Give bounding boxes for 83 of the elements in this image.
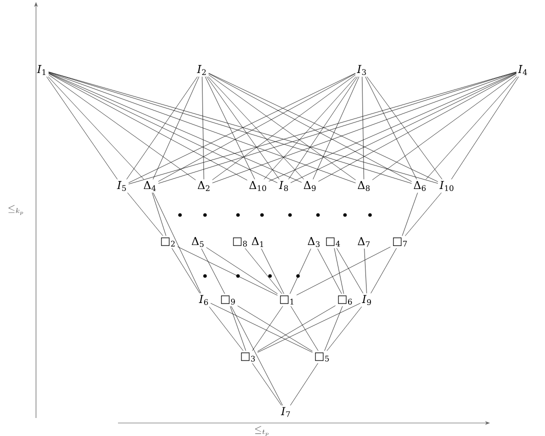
connector-line bbox=[244, 248, 282, 294]
connector-line bbox=[362, 76, 364, 180]
lattice-element: Δ$_{6}$ bbox=[414, 180, 426, 192]
connector-line bbox=[152, 192, 202, 294]
connector-line bbox=[231, 306, 283, 406]
lattice-element: I$_{9}$ bbox=[362, 294, 371, 306]
lattice-element: □$_{8}$ bbox=[233, 237, 247, 247]
connector-line bbox=[230, 306, 246, 351]
connector-line bbox=[201, 248, 225, 294]
connector-line bbox=[324, 306, 343, 351]
axis-label: $\leq_{t_p}$ bbox=[255, 426, 268, 436]
connector-line bbox=[296, 246, 391, 296]
lattice-element: Δ$_{4}$ bbox=[144, 181, 156, 191]
lattice-element: □$_{3}$ bbox=[241, 352, 255, 362]
lattice-element: □$_{9}$ bbox=[221, 295, 235, 305]
connector-line bbox=[290, 306, 318, 351]
connector-line bbox=[48, 73, 248, 180]
connector-line bbox=[206, 247, 278, 294]
connector-line bbox=[317, 248, 342, 294]
lattice-element: I$_{2}$ bbox=[196, 65, 206, 75]
connector-line bbox=[257, 305, 336, 352]
connector-line bbox=[312, 76, 360, 180]
connector-line bbox=[290, 363, 318, 406]
connector-line bbox=[336, 248, 364, 294]
connector-line bbox=[451, 76, 519, 180]
connector-line bbox=[288, 76, 358, 180]
connector-line bbox=[365, 76, 417, 180]
connector-line bbox=[152, 76, 200, 180]
lattice-element: I$_{8}$ bbox=[278, 180, 288, 192]
lattice-element: Δ$_{7}$ bbox=[358, 237, 370, 247]
connector-line bbox=[172, 248, 200, 294]
connector-line bbox=[364, 248, 367, 294]
lattice-element: □$_{1}$ bbox=[280, 296, 294, 304]
connector-line bbox=[366, 76, 442, 180]
connector-line bbox=[237, 306, 313, 352]
connector-line bbox=[152, 192, 166, 236]
lattice-element: □$_{6}$ bbox=[338, 295, 352, 305]
lattice-element: □$_{2}$ bbox=[161, 238, 175, 246]
connector-line bbox=[177, 246, 278, 296]
connector-line bbox=[202, 76, 204, 180]
lattice-element: Δ$_{1}$ bbox=[252, 237, 264, 247]
lattice-element: □$_{5}$ bbox=[315, 352, 329, 362]
lattice-element: Δ$_{9}$ bbox=[304, 180, 316, 192]
lattice-element: I$_{10}$ bbox=[439, 180, 454, 192]
lattice-element: Δ$_{8}$ bbox=[358, 180, 370, 192]
connector-line bbox=[212, 72, 517, 184]
connector-line bbox=[48, 74, 196, 180]
lattice-element: I$_{6}$ bbox=[198, 294, 208, 306]
connector-line bbox=[252, 306, 283, 351]
connector-line bbox=[252, 363, 282, 406]
lattice-element: □$_{4}$ bbox=[326, 238, 340, 246]
lattice-element: Δ$_{10}$ bbox=[249, 180, 266, 192]
connector-line bbox=[257, 303, 361, 353]
connector-line bbox=[404, 192, 442, 236]
lattice-element: I$_{3}$ bbox=[356, 64, 366, 76]
lattice-element: I$_{7}$ bbox=[280, 407, 290, 417]
connector-line bbox=[210, 303, 313, 353]
connector-line bbox=[48, 72, 356, 184]
connector-line bbox=[290, 248, 312, 294]
connector-line bbox=[48, 76, 144, 180]
lattice-element: □$_{7}$ bbox=[393, 238, 407, 246]
connector-line bbox=[127, 192, 164, 236]
connector-line bbox=[126, 76, 198, 180]
connector-line bbox=[426, 76, 518, 180]
connector-line bbox=[402, 192, 418, 236]
lattice-element: I$_{4}$ bbox=[518, 65, 528, 75]
connector-line bbox=[261, 248, 284, 294]
connector-line bbox=[208, 76, 304, 180]
connector-line bbox=[326, 306, 362, 351]
lattice-element: I$_{1}$ bbox=[36, 65, 46, 75]
connector-line bbox=[46, 76, 118, 180]
lattice-element: I$_{5}$ bbox=[116, 181, 126, 191]
connector-line bbox=[370, 248, 397, 294]
connector-line bbox=[209, 306, 244, 351]
connector-line bbox=[264, 76, 356, 180]
axis-label: $\leq_{k_p}$ bbox=[8, 205, 24, 215]
lattice-element: Δ$_{2}$ bbox=[198, 181, 210, 191]
lattice-element: Δ$_{3}$ bbox=[308, 236, 320, 248]
connector-line bbox=[334, 248, 344, 294]
connector-line bbox=[372, 74, 517, 180]
connector-line bbox=[205, 76, 255, 180]
lattice-element: Δ$_{5}$ bbox=[192, 237, 204, 247]
connector-line bbox=[206, 76, 280, 180]
